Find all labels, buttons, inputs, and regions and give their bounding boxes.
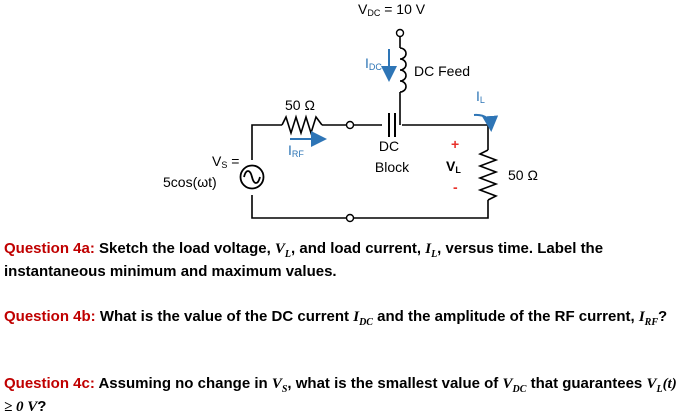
dc-block-capacitor xyxy=(388,113,396,137)
plus-sign: + xyxy=(451,136,459,152)
q4a-var-i: I xyxy=(425,241,432,257)
question-4c: Question 4c: Assuming no change in VS, w… xyxy=(4,375,684,416)
il-label: IL xyxy=(476,88,485,105)
q4b-var-idc: I xyxy=(353,309,360,325)
q4b-text-2: and the amplitude of the RF current, xyxy=(372,308,639,325)
q4c-text-2: , what is the smallest value of xyxy=(287,375,503,392)
question-4a: Question 4a: Sketch the load voltage, VL… xyxy=(4,240,684,280)
q4a-var-v-sub: L xyxy=(284,249,292,260)
q4a-var-v: V xyxy=(274,241,285,257)
ac-source xyxy=(239,164,265,190)
dc-feed-label: DC Feed xyxy=(414,63,470,79)
il-arrow xyxy=(473,113,499,132)
wires xyxy=(251,36,489,219)
vs-label-line1: VS = xyxy=(212,153,239,170)
q4b-var-idc-sub: DC xyxy=(359,317,373,328)
q4c-text-1: Assuming no change in xyxy=(94,375,272,392)
q4c-var-vdc: V xyxy=(502,376,513,392)
dc-block-label-line1: DC xyxy=(379,138,399,154)
q4c-var-vs-sub: S xyxy=(281,384,288,395)
source-resistor xyxy=(281,114,323,136)
q4c-inequality: (t) ≥ 0 V xyxy=(4,376,677,415)
q4b-var-irf-sub: RF xyxy=(644,317,659,328)
vdc-terminal xyxy=(395,28,405,38)
q4c-var-vdc-sub: DC xyxy=(512,384,527,395)
dc-block-label-line2: Block xyxy=(375,159,410,175)
question-4b: Question 4b: What is the value of the DC… xyxy=(4,308,684,331)
q4a-text-3: , versus time. Label the instantaneous m… xyxy=(4,240,604,280)
vl-label: VL xyxy=(446,158,461,175)
q4b-text-1: What is the value of the DC current xyxy=(95,308,354,325)
irf-label: IRF xyxy=(288,142,304,159)
q4c-var-vs: V xyxy=(271,376,282,392)
vs-label-line2: 5cos(ωt) xyxy=(163,174,217,190)
sine-icon xyxy=(243,170,261,184)
question-4a-heading: Question 4a: xyxy=(4,240,95,257)
q4a-text-2: , and load current, xyxy=(291,240,426,257)
source-resistor-label: 50 Ω xyxy=(285,97,315,113)
minus-sign: - xyxy=(453,179,458,195)
q4b-text-3: ? xyxy=(658,308,668,325)
q4a-text-1: Sketch the load voltage, xyxy=(94,240,275,257)
question-4c-heading: Question 4c: xyxy=(4,375,95,392)
load-resistor-label: 50 Ω xyxy=(508,167,538,183)
vdc-label: VDC = 10 V xyxy=(358,1,426,18)
q4c-text-3: that guarantees xyxy=(526,375,647,392)
q4a-var-i-sub: L xyxy=(431,249,438,260)
question-4b-heading: Question 4b: xyxy=(4,308,96,325)
top-node-terminal xyxy=(345,120,355,130)
load-resistor xyxy=(477,149,499,201)
dc-feed-inductor xyxy=(399,47,407,93)
q4c-text-5: ? xyxy=(37,398,47,415)
circuit-diagram: VDC = 10 V DC Feed IDC IL 50 Ω IRF DC Bl… xyxy=(163,1,538,223)
q4c-var-vl: V xyxy=(646,376,657,392)
q4c-var-vl-sub: L xyxy=(656,384,663,395)
idc-label: IDC xyxy=(365,55,382,72)
bottom-node-terminal xyxy=(345,213,355,223)
q4b-var-irf: I xyxy=(638,309,645,325)
